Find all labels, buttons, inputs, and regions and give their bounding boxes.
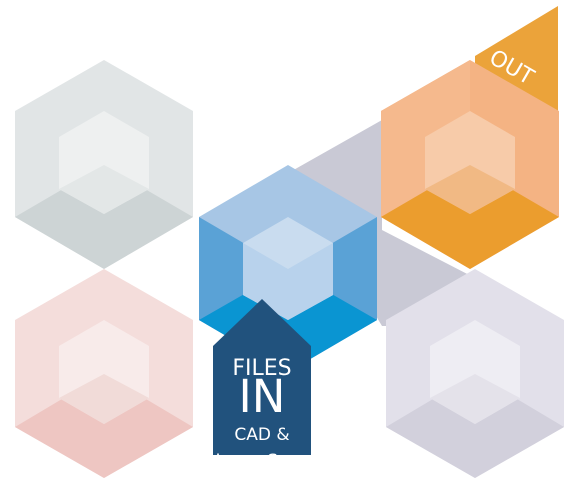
in-box-shape <box>213 299 311 455</box>
in-line-1: CAD & <box>234 425 289 445</box>
cube-blue <box>199 165 377 372</box>
cube-grey <box>15 60 193 269</box>
cube-lavender <box>386 269 564 478</box>
in-heading: FILES <box>232 356 291 381</box>
in-big-label: IN <box>239 370 286 423</box>
cube-pink <box>15 269 193 478</box>
cube-orange <box>381 60 559 269</box>
connector-band <box>290 120 475 326</box>
in-line-2: Laser Scan <box>216 451 309 471</box>
